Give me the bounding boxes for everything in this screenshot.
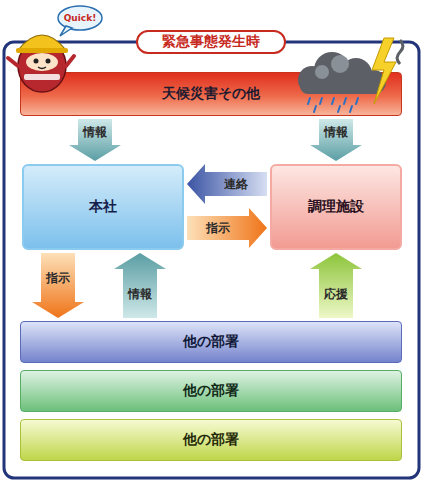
block-arrow xyxy=(69,119,121,161)
department-band: 他の部署 xyxy=(20,321,402,363)
kitchen-facility-box: 調理施設 xyxy=(270,164,402,250)
block-arrow xyxy=(187,164,267,204)
node-text: 他の部署 xyxy=(183,382,239,400)
arrow-label: 指示 xyxy=(46,269,70,286)
title-tab: 緊急事態発生時 xyxy=(136,30,286,54)
head-office-box: 本社 xyxy=(22,164,184,250)
department-band: 他の部署 xyxy=(20,370,402,412)
block-arrow xyxy=(114,253,166,318)
node-text: 天候災害その他 xyxy=(162,85,260,103)
department-band: 他の部署 xyxy=(20,419,402,461)
block-arrow xyxy=(310,253,362,318)
node-text: 他の部署 xyxy=(183,333,239,351)
arrow-label: 連絡 xyxy=(224,176,248,193)
block-arrow xyxy=(32,253,84,318)
arrow-label: 情報 xyxy=(83,124,107,141)
speech-bubble-text: Quick! xyxy=(64,13,97,23)
node-text: 本社 xyxy=(89,198,117,216)
arrow-label: 指示 xyxy=(206,220,230,237)
node-text: 調理施設 xyxy=(308,198,364,216)
arrow-label: 情報 xyxy=(128,285,152,302)
title-text: 緊急事態発生時 xyxy=(162,33,260,51)
block-arrow xyxy=(310,119,362,161)
block-arrow xyxy=(187,208,267,248)
arrow-label: 応援 xyxy=(324,285,348,302)
node-text: 他の部署 xyxy=(183,431,239,449)
arrow-label: 情報 xyxy=(324,124,348,141)
